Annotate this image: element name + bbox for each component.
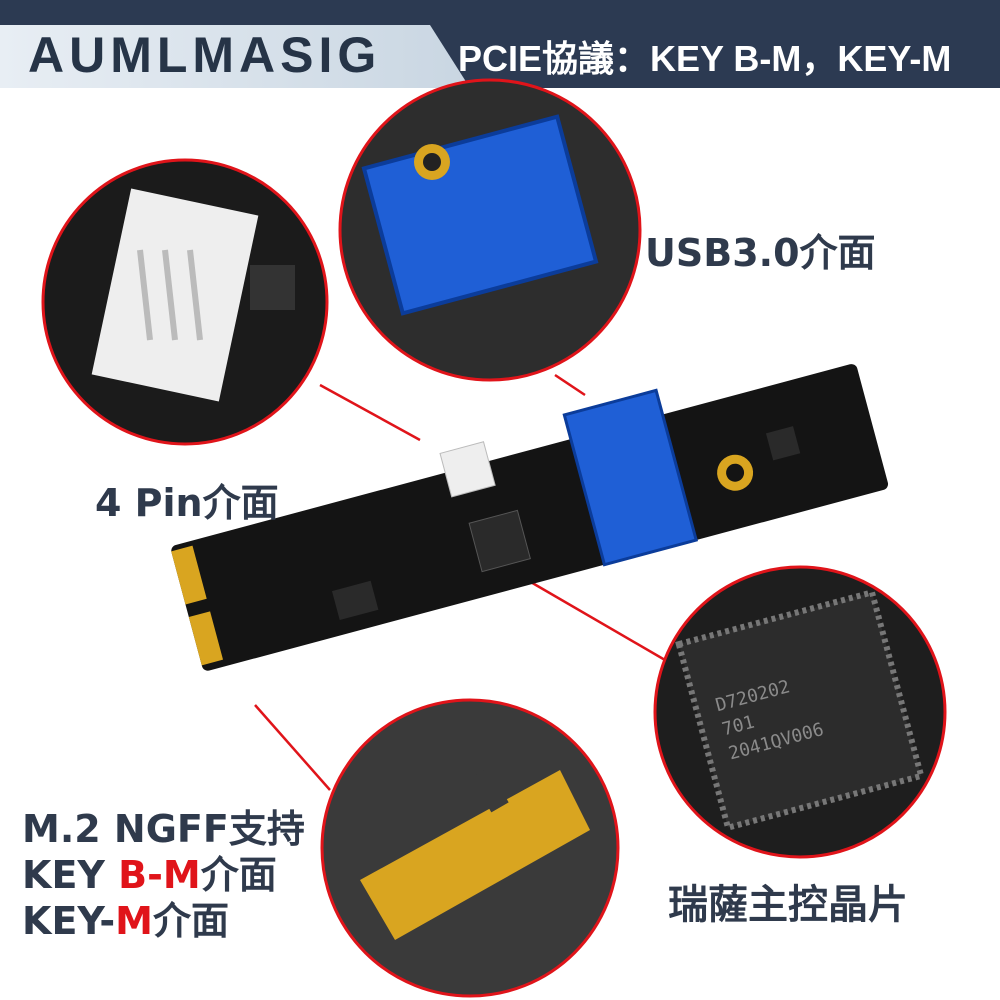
gold-fingers (171, 545, 207, 605)
m2-line-2: KEY B-M介面 (22, 852, 305, 898)
controller-chip (468, 509, 531, 573)
m2-interface-text: 介面 (152, 899, 229, 943)
banner-light-panel (0, 25, 470, 88)
zoom-4pin (41, 158, 329, 446)
usb-header (562, 388, 699, 567)
m2-label: M.2 NGFF支持 KEY B-M介面 KEY-M介面 (22, 806, 305, 944)
pointer-lines (254, 373, 666, 791)
4pin-connector (439, 441, 496, 498)
m2-line-1: M.2 NGFF支持 (22, 807, 305, 851)
zoom-chip: D720202 701 2041QV006 (653, 565, 947, 859)
gold-fingers (188, 611, 224, 666)
zoom-m2-fingers (320, 698, 620, 998)
m2-key-bm: B-M (118, 853, 201, 897)
m2-key-text: KEY (22, 853, 119, 897)
zoom-usb (338, 78, 642, 382)
chip-label: 瑞薩主控晶片 (668, 882, 908, 928)
protocol-title: PCIE協議：KEY B-M，KEY-M (458, 38, 952, 79)
m2-key-m: M (115, 899, 153, 943)
usb-label: USB3.0介面 (645, 231, 876, 275)
m2-line-3: KEY-M介面 (22, 898, 305, 944)
pcb-board (171, 364, 889, 671)
4pin-label: 4 Pin介面 (95, 481, 279, 525)
m2-key-text: KEY- (22, 899, 116, 943)
m2-interface-text: 介面 (200, 853, 277, 897)
brand-logo: AUMLMASIG (28, 27, 382, 83)
